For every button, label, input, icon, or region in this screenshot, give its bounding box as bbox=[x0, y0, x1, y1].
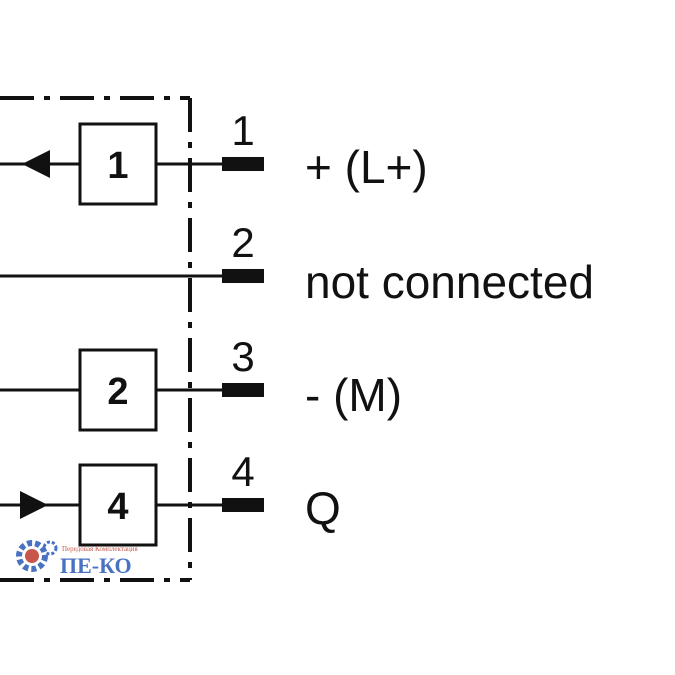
box-label: 1 bbox=[107, 145, 128, 187]
row-pin-2: 2 not connected bbox=[0, 219, 594, 308]
pin-terminal bbox=[222, 269, 264, 283]
signal-label: Q bbox=[305, 482, 341, 534]
box-label: 4 bbox=[107, 486, 128, 528]
watermark-logo: Передовая Комплектация ПЕ-КО bbox=[16, 540, 139, 578]
pin-number: 2 bbox=[231, 219, 254, 266]
pin-number: 1 bbox=[231, 107, 254, 154]
pin-terminal bbox=[222, 383, 264, 397]
pin-terminal bbox=[222, 498, 264, 512]
function-box-1 bbox=[78, 122, 158, 206]
arrow-right-icon bbox=[20, 491, 48, 519]
gear-icon bbox=[16, 540, 58, 572]
function-box-4 bbox=[78, 463, 158, 547]
watermark-brand: ПЕ-КО bbox=[60, 553, 132, 578]
row-pin-4: 4 4 Q bbox=[0, 448, 341, 547]
arrow-left-icon bbox=[22, 150, 50, 178]
housing-boundary bbox=[0, 96, 192, 582]
pin-number: 3 bbox=[231, 333, 254, 380]
box-label: 2 bbox=[107, 371, 128, 413]
watermark-tagline: Передовая Комплектация bbox=[62, 545, 139, 553]
signal-label: - (M) bbox=[305, 369, 402, 421]
signal-label: + (L+) bbox=[305, 141, 428, 193]
function-box-2 bbox=[78, 348, 158, 432]
row-pin-1: 1 1 + (L+) bbox=[0, 107, 428, 206]
row-pin-3: 2 3 - (M) bbox=[0, 333, 402, 432]
signal-label: not connected bbox=[305, 256, 594, 308]
pin-number: 4 bbox=[231, 448, 254, 495]
pin-terminal bbox=[222, 157, 264, 171]
